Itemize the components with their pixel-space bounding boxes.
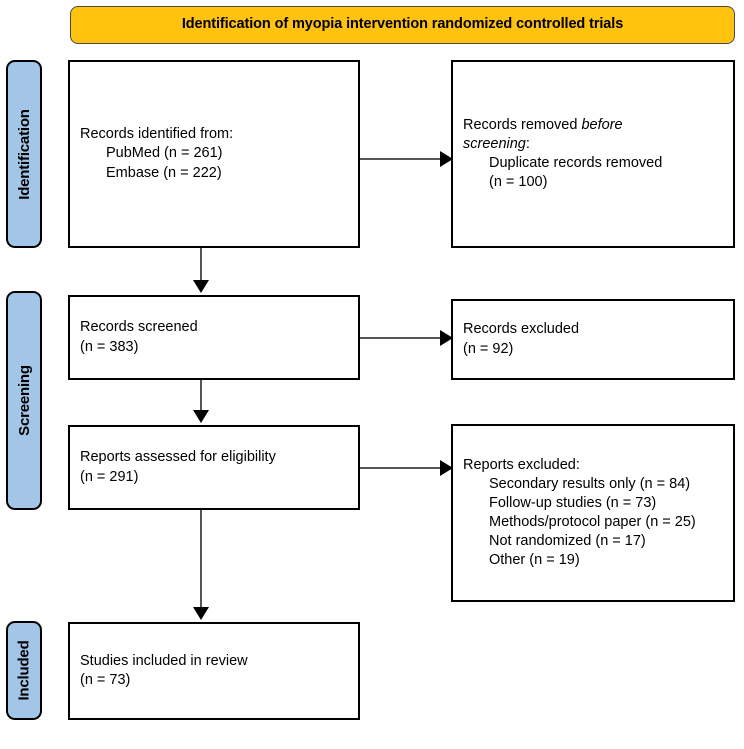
connector-identified-to-removed-arrow: [440, 151, 453, 167]
records-removed-duplicates: Duplicate records removed: [489, 155, 663, 171]
box-records-screened: Records screened (n = 383): [68, 295, 360, 380]
connector-identified-to-screened-line: [200, 248, 202, 282]
records-excluded-count: (n = 92): [463, 340, 514, 357]
studies-included-label: Studies included in review: [80, 652, 248, 669]
connector-assessed-to-included-arrow: [193, 607, 209, 620]
box-records-removed: Records removed before screening: Duplic…: [451, 60, 735, 248]
records-removed-duplicates-n: (n = 100): [489, 174, 548, 191]
connector-assessed-to-excluded-arrow: [440, 460, 453, 476]
records-removed-heading-em2: screening: [463, 135, 526, 152]
stage-label-included-text: Included: [15, 640, 33, 701]
reports-excluded-reason-2: Follow-up studies (n = 73): [489, 494, 657, 511]
connector-assessed-to-excluded-line: [360, 467, 443, 469]
diagram-title: Identification of myopia intervention ra…: [181, 16, 624, 33]
connector-assessed-to-included-line: [200, 510, 202, 609]
reports-excluded-reason-1: Secondary results only (n = 84): [489, 475, 691, 492]
records-removed-heading-em1: before: [581, 116, 623, 133]
stage-label-identification: Identification: [6, 60, 42, 248]
diagram-title-banner: Identification of myopia intervention ra…: [70, 6, 735, 44]
connector-identified-to-screened-arrow: [193, 280, 209, 293]
connector-screened-to-assessed-line: [200, 380, 202, 412]
stage-label-identification-text: Identification: [15, 108, 33, 200]
connector-screened-to-assessed-arrow: [193, 410, 209, 423]
records-screened-count: (n = 383): [80, 338, 139, 355]
reports-assessed-label: Reports assessed for eligibility: [80, 449, 276, 466]
studies-included-count: (n = 73): [80, 672, 131, 688]
records-identified-line-1: Records identified from:: [80, 126, 234, 143]
reports-assessed-count: (n = 291): [80, 468, 139, 485]
stage-label-screening: Screening: [6, 291, 42, 510]
reports-excluded-reason-3: Methods/protocol paper (n = 25): [489, 514, 696, 530]
records-removed-heading-2: screening:: [463, 135, 723, 154]
box-reports-assessed: Reports assessed for eligibility (n = 29…: [68, 425, 360, 510]
connector-identified-to-removed-line: [360, 158, 443, 160]
reports-excluded-reason-4: Not randomized (n = 17): [489, 533, 646, 550]
records-removed-heading-colon: :: [525, 135, 530, 152]
box-records-excluded: Records excluded (n = 92): [451, 299, 735, 380]
stage-label-included: Included: [6, 621, 42, 720]
box-studies-included: Studies included in review (n = 73): [68, 622, 360, 720]
records-removed-heading: Records removed before: [463, 116, 723, 135]
records-identified-source-embase: Embase (n = 222): [106, 164, 222, 181]
records-identified-source-pubmed: PubMed (n = 261): [106, 145, 223, 162]
stage-label-screening-text: Screening: [15, 365, 33, 436]
box-records-identified: Records identified from: PubMed (n = 261…: [68, 60, 360, 248]
reports-excluded-heading: Reports excluded:: [463, 456, 580, 473]
connector-screened-to-excluded-line: [360, 337, 443, 339]
connector-screened-to-excluded-arrow: [440, 330, 453, 346]
records-excluded-label: Records excluded: [463, 321, 580, 338]
records-removed-heading-a: Records removed: [463, 116, 582, 133]
box-reports-excluded: Reports excluded: Secondary results only…: [451, 424, 735, 602]
records-screened-label: Records screened: [80, 319, 198, 336]
reports-excluded-reason-5: Other (n = 19): [489, 552, 580, 569]
